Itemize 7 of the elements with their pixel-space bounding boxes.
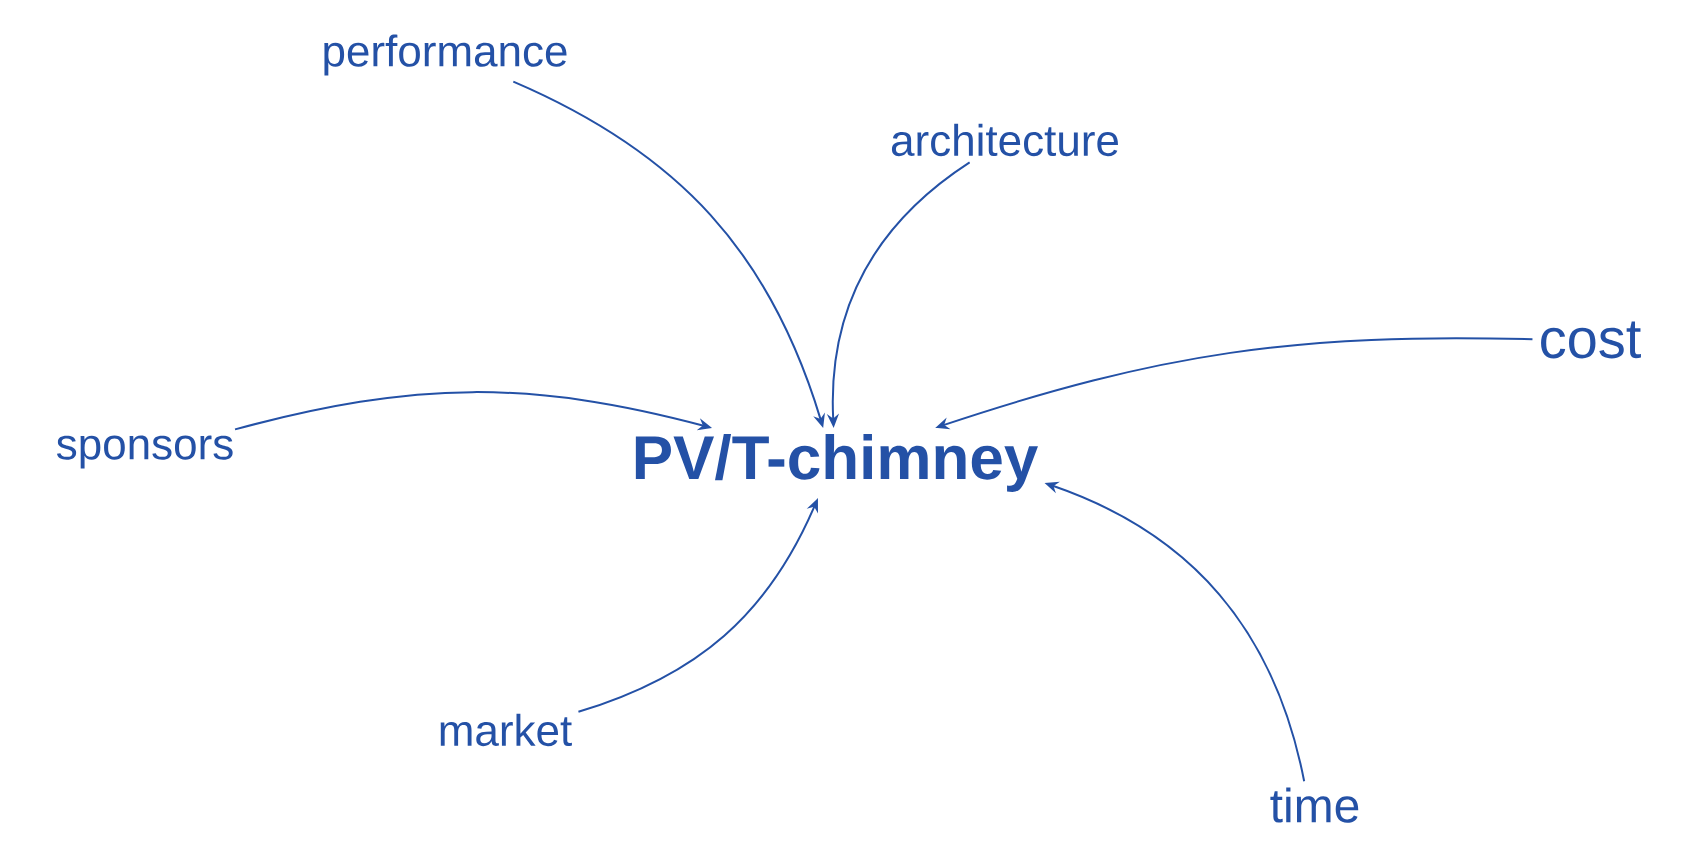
topic-label: time xyxy=(1270,787,1359,823)
topic-label: market xyxy=(440,713,572,747)
topic-label: cost xyxy=(1541,321,1641,359)
topic-label: architecture xyxy=(891,123,1118,157)
topic-label: sponsors xyxy=(56,435,233,469)
topic-label: performance xyxy=(324,34,567,76)
center-label: PV/T-chimney xyxy=(635,434,1038,492)
